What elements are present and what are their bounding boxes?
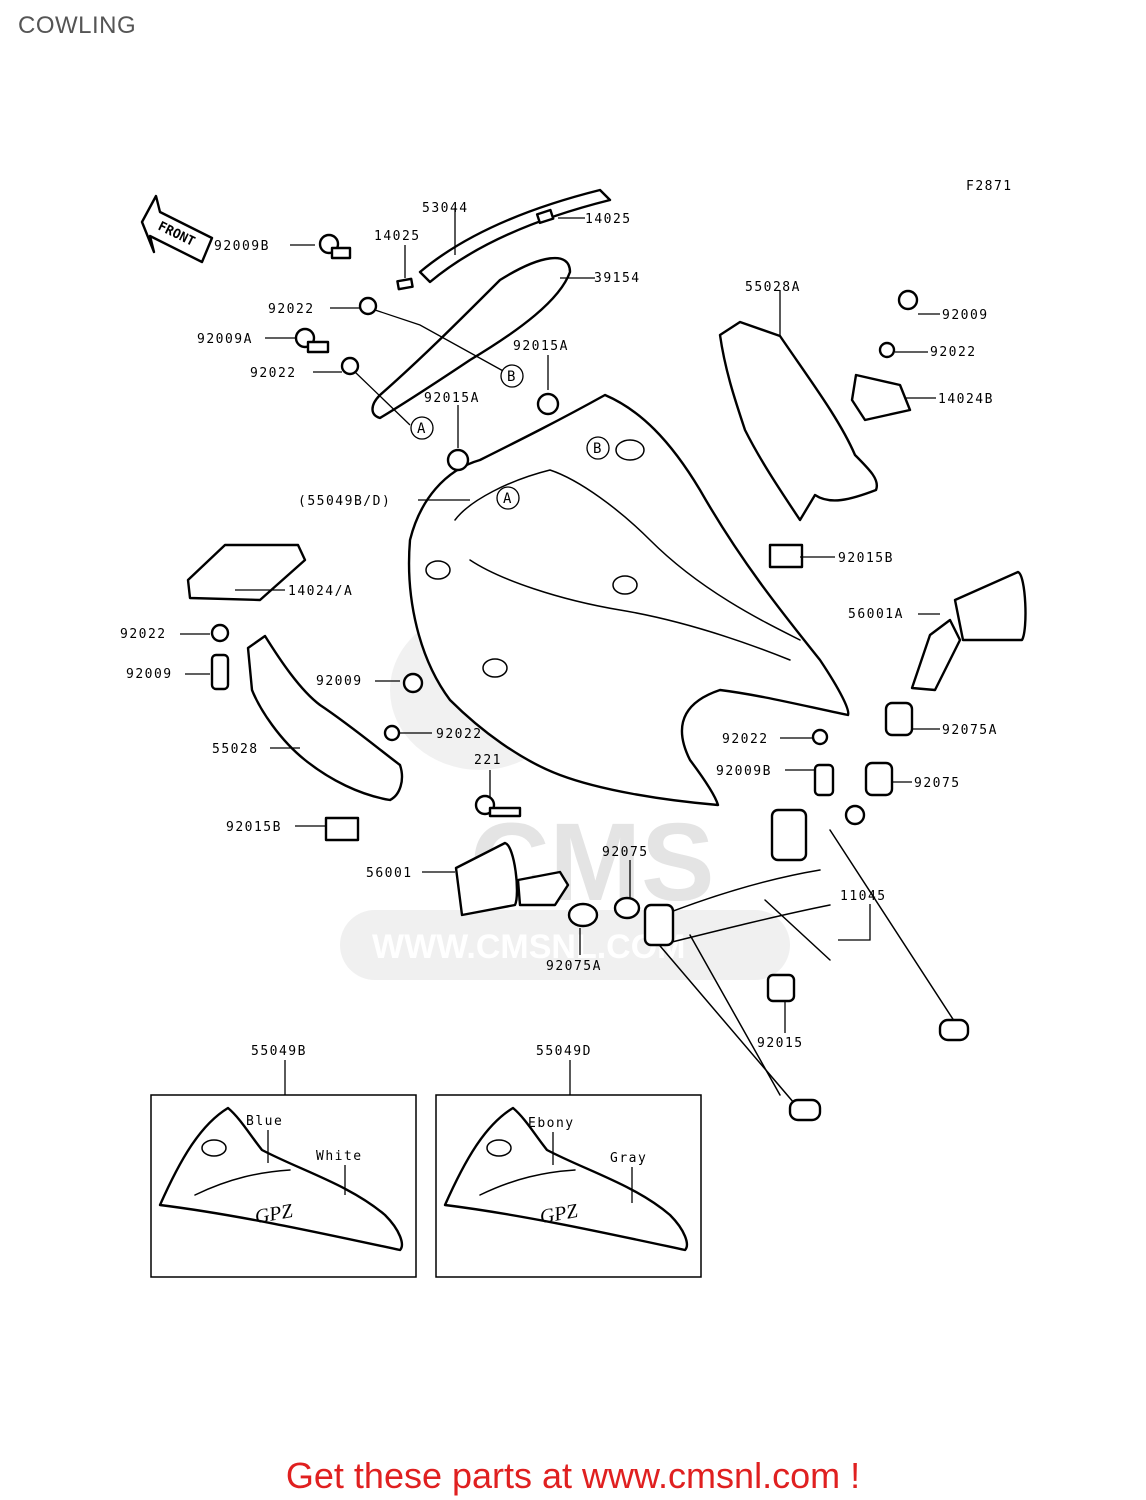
variant-55049b-upper-color: Blue — [246, 1114, 283, 1129]
part-labels: 53044 14025 14025 92009B 39154 92022 920… — [120, 201, 998, 1059]
callout-a-1: A — [417, 421, 427, 437]
variant-55049b-lower-color: White — [316, 1149, 363, 1164]
label-55049d: 55049D — [536, 1044, 592, 1059]
variant-55049b-box: GPZ Blue White — [150, 1094, 417, 1278]
left-inner-panel-part — [246, 634, 404, 802]
label-92015a-a: 92015A — [424, 391, 480, 406]
promo-link[interactable]: Get these parts at www.cmsnl.com ! — [285, 1455, 861, 1496]
label-92015b-r: 92015B — [838, 551, 894, 566]
label-14024b: 14024B — [938, 392, 994, 407]
label-92022-m: 92022 — [436, 727, 483, 742]
label-92009b-br: 92009B — [716, 764, 772, 779]
page-title: COWLING — [18, 12, 137, 39]
windshield-trim-part — [396, 188, 612, 291]
label-92015b-l: 92015B — [226, 820, 282, 835]
label-92015a-b: 92015A — [513, 339, 569, 354]
label-14025-top: 14025 — [585, 212, 632, 227]
label-92022-br: 92022 — [722, 732, 769, 747]
label-92022-b: 92022 — [250, 366, 297, 381]
cowling-stay-part — [643, 804, 970, 1122]
label-92009a: 92009A — [197, 332, 253, 347]
label-55049b: 55049B — [251, 1044, 307, 1059]
callout-b-1: B — [507, 369, 517, 385]
label-56001a: 56001A — [848, 607, 904, 622]
fasteners — [210, 233, 919, 1003]
figure-code: F2871 — [966, 179, 1013, 194]
label-14024a: 14024/A — [288, 584, 353, 599]
callout-circles: B B A A — [410, 364, 610, 510]
label-92022-l: 92022 — [120, 627, 167, 642]
label-92009-l: 92009 — [126, 667, 173, 682]
label-92009b-top: 92009B — [214, 239, 270, 254]
label-92075-m: 92075 — [602, 845, 649, 860]
variant-55049d-upper-color: Ebony — [528, 1116, 575, 1131]
variant-55049d-lower-color: Gray — [610, 1151, 647, 1166]
label-92022-r: 92022 — [930, 345, 977, 360]
left-mirror-part — [454, 841, 570, 917]
variant-55049d-box: GPZ Ebony Gray — [435, 1094, 702, 1278]
windshield-part — [371, 256, 572, 420]
label-92075-r: 92075 — [914, 776, 961, 791]
right-mirror-part — [910, 570, 1027, 692]
label-11045: 11045 — [840, 889, 887, 904]
callout-b-2: B — [593, 441, 603, 457]
label-55028a: 55028A — [745, 280, 801, 295]
label-53044: 53044 — [422, 201, 469, 216]
label-221: 221 — [474, 753, 502, 768]
label-39154: 39154 — [594, 271, 641, 286]
right-inner-panel-part — [718, 320, 912, 522]
label-92009-m: 92009 — [316, 674, 363, 689]
label-55049bd: (55049B/D) — [298, 494, 391, 509]
watermark-url: WWW.CMSNL.COM — [372, 928, 686, 966]
label-55028: 55028 — [212, 742, 259, 757]
label-92075a-m: 92075A — [546, 959, 602, 974]
label-14025-left: 14025 — [374, 229, 421, 244]
front-direction-arrow: FRONT — [140, 194, 214, 264]
leader-lines — [180, 208, 940, 1095]
label-92009-r: 92009 — [942, 308, 989, 323]
label-92022-a: 92022 — [268, 302, 315, 317]
callout-a-2: A — [503, 491, 513, 507]
bracket-14024a-part — [186, 543, 307, 602]
label-92015: 92015 — [757, 1036, 804, 1051]
label-56001: 56001 — [366, 866, 413, 881]
label-92075a-r: 92075A — [942, 723, 998, 738]
